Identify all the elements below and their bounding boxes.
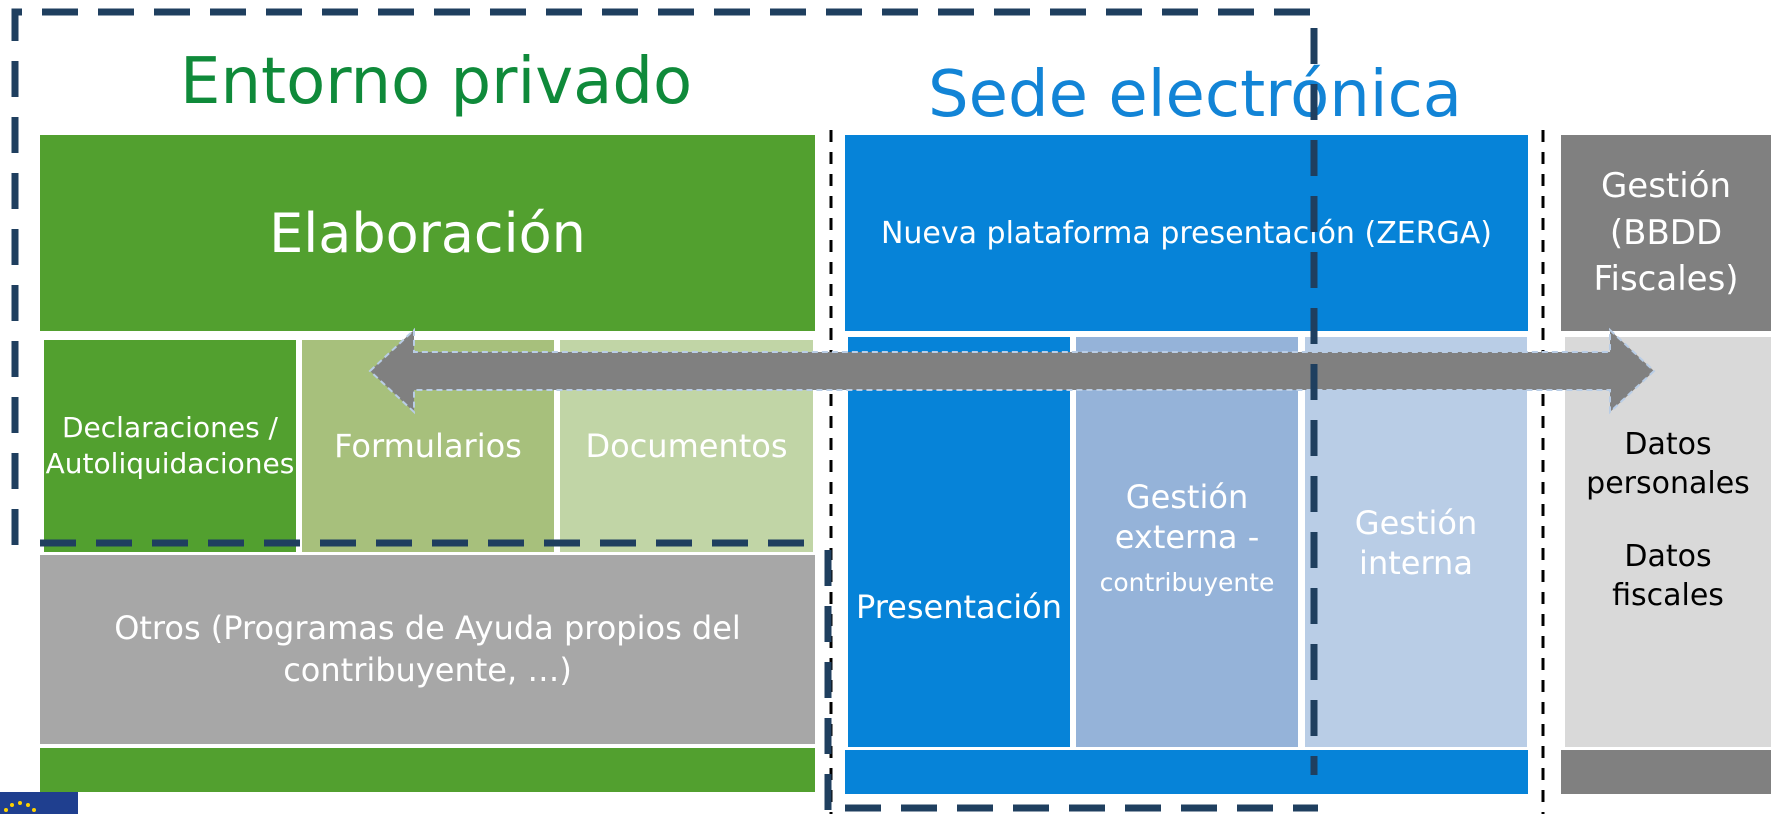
box-documentos-label: Documentos	[585, 427, 788, 465]
box-declaraciones: Declaraciones / Autoliquidaciones	[44, 340, 296, 552]
box-declaraciones-label: Declaraciones / Autoliquidaciones	[45, 410, 295, 480]
box-elaboracion-label: Elaboración	[269, 201, 586, 265]
box-gestion-externa-line-3: contribuyente	[1099, 568, 1275, 597]
box-gestion-externa: Gestión externa - contribuyente	[1076, 337, 1298, 747]
datos-fiscales-line-1: Datos	[1624, 539, 1712, 574]
blue-footer-bar	[845, 750, 1528, 794]
box-gestion-externa-line-2: externa -	[1114, 518, 1260, 556]
box-gestion-interna-line-1: Gestión	[1354, 504, 1478, 542]
box-elaboracion: Elaboración	[40, 135, 815, 331]
box-gestion-interna-line-2: interna	[1359, 544, 1473, 582]
datos-personales-line-2: personales	[1586, 466, 1750, 501]
box-gestion-interna: Gestión interna	[1305, 337, 1527, 747]
box-otros: Otros (Programas de Ayuda propios del co…	[40, 555, 815, 744]
box-datos: Datos personales Datos fiscales	[1565, 337, 1771, 747]
eu-flag-icon	[0, 792, 78, 814]
datos-fiscales-line-2: fiscales	[1612, 578, 1724, 613]
box-formularios-label: Formularios	[334, 427, 522, 465]
box-presentacion-label: Presentación	[855, 588, 1062, 626]
box-formularios: Formularios	[302, 340, 554, 552]
gray-footer-bar	[1561, 750, 1771, 794]
box-documentos: Documentos	[560, 340, 813, 552]
box-bbdd-line-3: Fiscales)	[1593, 259, 1739, 300]
box-gestion-externa-line-1: Gestión	[1125, 478, 1249, 516]
box-nueva-plataforma: Nueva plataforma presentación (ZERGA)	[845, 135, 1528, 331]
box-otros-line-2: contribuyente, …)	[283, 650, 572, 689]
box-bbdd-line-2: (BBDD	[1609, 212, 1723, 253]
box-nueva-plataforma-label: Nueva plataforma presentación (ZERGA)	[880, 215, 1493, 251]
datos-personales-line-1: Datos	[1624, 427, 1712, 462]
green-footer-bar	[40, 748, 815, 792]
box-presentacion: Presentación	[848, 337, 1070, 747]
box-bbdd-fiscales: Gestión (BBDD Fiscales)	[1561, 135, 1771, 331]
box-otros-line-1: Otros (Programas de Ayuda propios del	[114, 608, 741, 647]
box-bbdd-line-1: Gestión	[1600, 165, 1732, 206]
title-entorno-privado: Entorno privado	[180, 45, 693, 119]
title-sede-electronica: Sede electrónica	[928, 58, 1462, 132]
